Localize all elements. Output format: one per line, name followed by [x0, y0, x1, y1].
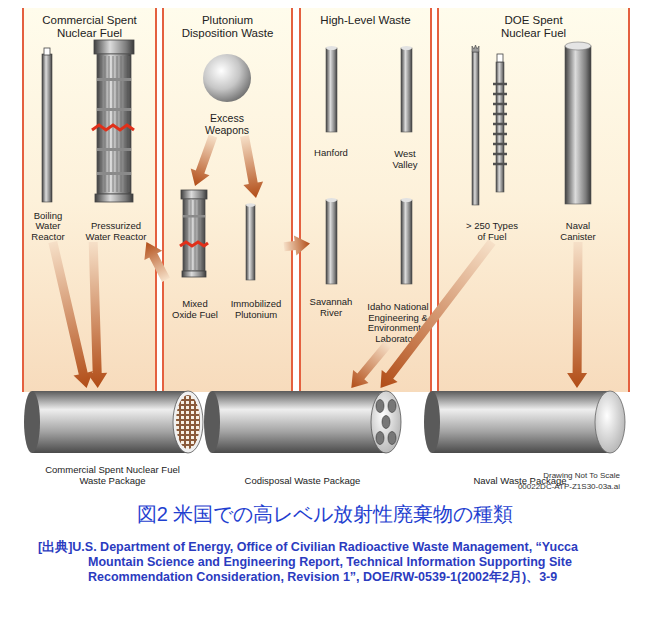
waste-item: Boiling Water Reactor — [24, 45, 72, 242]
item-label: Pressurized Water Reactor — [83, 221, 149, 242]
item-label: Excess Weapons — [197, 112, 257, 136]
waste-item: Savannah River — [310, 194, 352, 318]
package-body — [432, 391, 610, 453]
category-band: Commercial Spent Nuclear FuelBoiling Wat… — [22, 8, 157, 392]
drawing-note: Drawing Not To Scale — [500, 471, 620, 481]
waste-package: Codisposal Waste Package — [205, 388, 400, 486]
band-heading: Plutonium Disposition Waste — [178, 14, 278, 40]
band-heading: High-Level Waste — [306, 14, 426, 27]
package-end — [24, 391, 40, 453]
item-label: Boiling Water Reactor — [28, 211, 68, 243]
band-heading: Commercial Spent Nuclear Fuel — [35, 14, 145, 40]
package-face — [371, 391, 401, 453]
canister-end — [388, 432, 396, 445]
item-label: Hanford — [306, 148, 356, 159]
assembly-grid — [176, 395, 200, 449]
category-band: High-Level WasteHanford West ValleySavann… — [299, 8, 432, 392]
canister-end — [376, 432, 384, 445]
waste-item: Mixed Oxide Fuel — [166, 186, 224, 320]
item-label: West Valley — [389, 149, 421, 170]
drawing-note: 00022DC-ATP-Z1S30-03a.ai — [480, 482, 620, 492]
waste-item: Excess Weapons — [192, 50, 262, 136]
item-label: Commercial Spent Nuclear Fuel Waste Pack… — [38, 465, 188, 486]
canister-end — [388, 400, 396, 413]
band-heading: DOE Spent Nuclear Fuel — [494, 14, 574, 40]
canister-end — [382, 416, 390, 429]
source-caption: [出典]U.S. Department of Energy, Office of… — [38, 540, 630, 585]
item-label: Immobilized Plutonium — [228, 299, 284, 320]
category-band: DOE Spent Nuclear Fuel > 250 Types of Fue… — [437, 8, 630, 392]
waste-item: Immobilized Plutonium — [228, 198, 284, 320]
waste-item: Hanford — [306, 42, 356, 158]
item-label: > 250 Types of Fuel — [462, 221, 522, 242]
package-body — [32, 391, 188, 453]
package-end — [204, 391, 220, 453]
package-face — [595, 391, 625, 453]
waste-package: Commercial Spent Nuclear Fuel Waste Pack… — [20, 388, 205, 486]
canister-end — [376, 400, 384, 413]
item-label: Mixed Oxide Fuel — [170, 299, 220, 320]
waste-item: > 250 Types of Fuel — [452, 38, 532, 242]
item-label: Naval Canister — [556, 221, 600, 242]
package-end — [424, 391, 440, 453]
package-body — [212, 391, 386, 453]
waste-item: Pressurized Water Reactor — [78, 38, 154, 242]
waste-item: Naval Canister — [550, 38, 606, 242]
item-label: Idaho National Engineering & Environment… — [364, 302, 432, 344]
item-label: Savannah River — [309, 297, 353, 318]
item-label: Codisposal Waste Package — [223, 476, 383, 487]
package-face — [173, 391, 203, 453]
waste-item: West Valley — [380, 42, 430, 170]
figure-title: 図2 米国での高レベル放射性廃棄物の種類 — [0, 502, 650, 526]
waste-item: Idaho National Engineering & Environment… — [364, 194, 432, 344]
category-band: Plutonium Disposition WasteExcess Weapon… — [162, 8, 293, 392]
